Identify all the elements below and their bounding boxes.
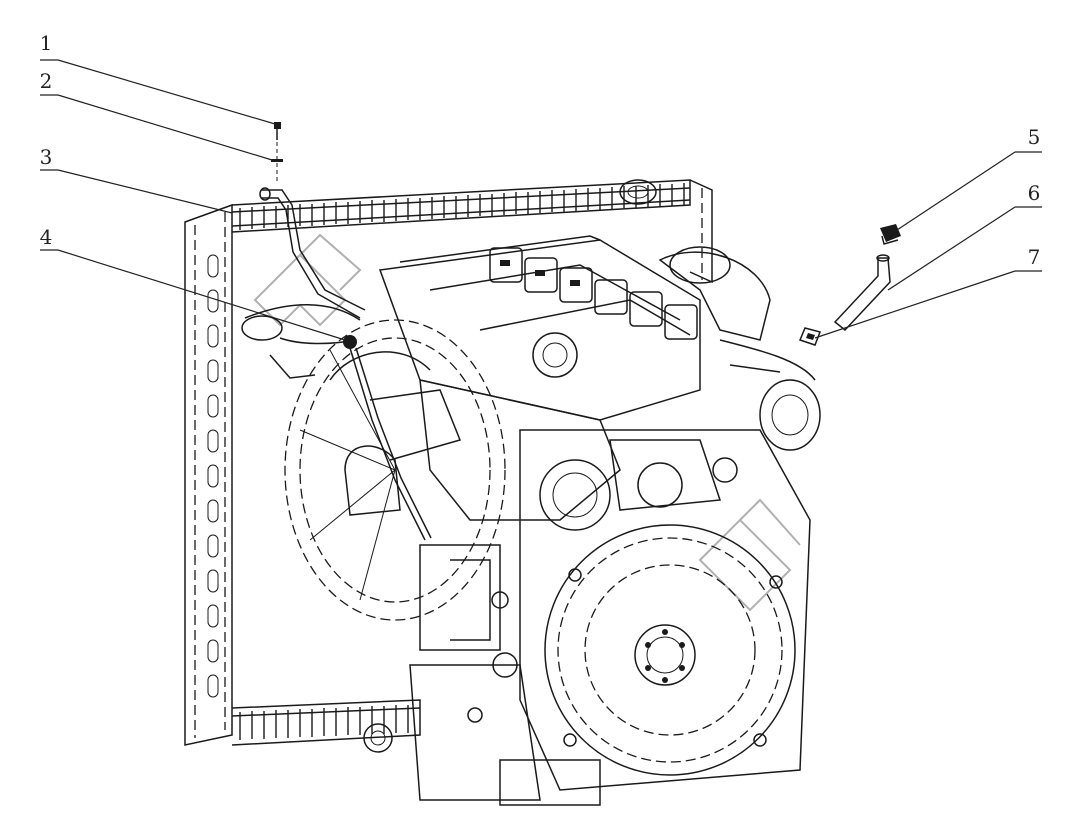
watermark <box>253 233 801 612</box>
radiator-slots <box>207 254 219 698</box>
fan <box>284 319 506 621</box>
cap-icon <box>880 224 901 245</box>
radiator-filler-neck <box>619 179 657 205</box>
engine-block <box>329 235 821 806</box>
callout-1: 1 <box>40 31 53 55</box>
hose-icon <box>833 254 891 332</box>
callout-6: 6 <box>1028 181 1041 205</box>
callout-2: 2 <box>40 69 53 93</box>
leader-lines <box>40 59 1042 341</box>
clamp-icon <box>798 327 821 346</box>
flywheel <box>544 524 796 776</box>
leader-5b <box>896 151 1016 231</box>
radiator-bottom-fins <box>239 705 409 740</box>
leader-2 <box>57 94 273 161</box>
callout-3: 3 <box>40 145 53 169</box>
callout-4: 4 <box>40 225 53 249</box>
callout-5: 5 <box>1028 125 1041 149</box>
leader-6b <box>887 206 1016 291</box>
injector-towers <box>489 247 698 340</box>
radiator <box>184 179 713 753</box>
hose-assembly-right <box>798 224 901 346</box>
leader-7b <box>814 270 1016 339</box>
radiator-top-fins <box>239 183 685 230</box>
leader-4 <box>57 249 346 341</box>
leader-3 <box>57 169 233 214</box>
vent-pipe-assembly <box>259 122 432 541</box>
leader-1 <box>57 59 276 125</box>
callout-7: 7 <box>1028 245 1041 269</box>
callout-labels: 1 2 3 4 5 6 7 <box>40 31 1041 269</box>
